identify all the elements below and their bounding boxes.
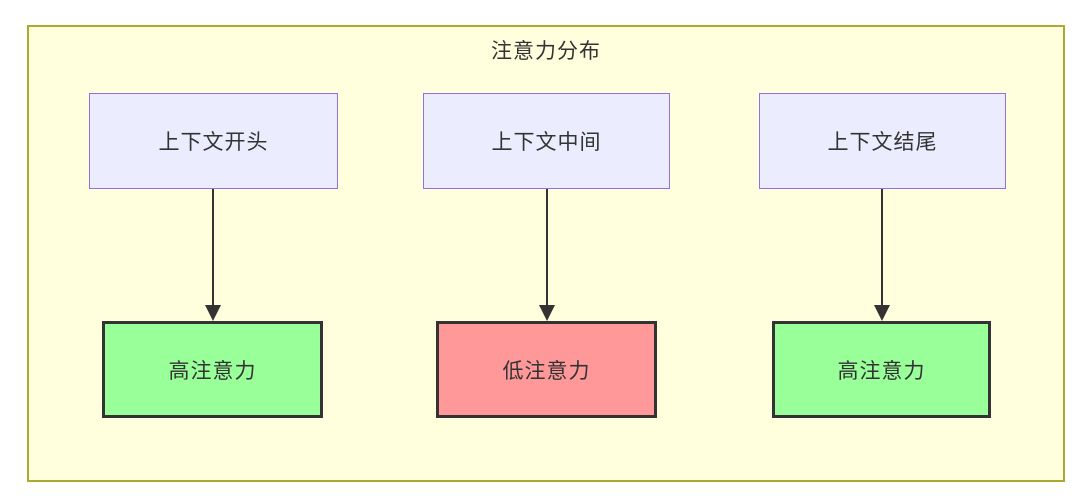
arrow-end-to-high [873,189,890,321]
arrowhead-down-icon [873,305,890,321]
arrow-start-to-high [204,189,221,321]
arrow-middle-to-low [538,189,555,321]
attention-distribution-group: 注意力分布 上下文开头 上下文中间 上下文结尾 高注意力 低注意力 高注意力 [27,25,1065,482]
diagram-title: 注意力分布 [491,40,601,63]
node-high-attention-left: 高注意力 [102,321,323,418]
node-context-end: 上下文结尾 [759,93,1006,189]
arrow-line [211,189,214,305]
arrow-line [880,189,883,305]
arrow-line [545,189,548,305]
node-low-attention-middle: 低注意力 [436,321,657,418]
node-high-attention-right: 高注意力 [772,321,991,418]
arrowhead-down-icon [204,305,221,321]
arrowhead-down-icon [538,305,555,321]
node-context-middle: 上下文中间 [423,93,670,189]
node-context-start: 上下文开头 [89,93,338,189]
